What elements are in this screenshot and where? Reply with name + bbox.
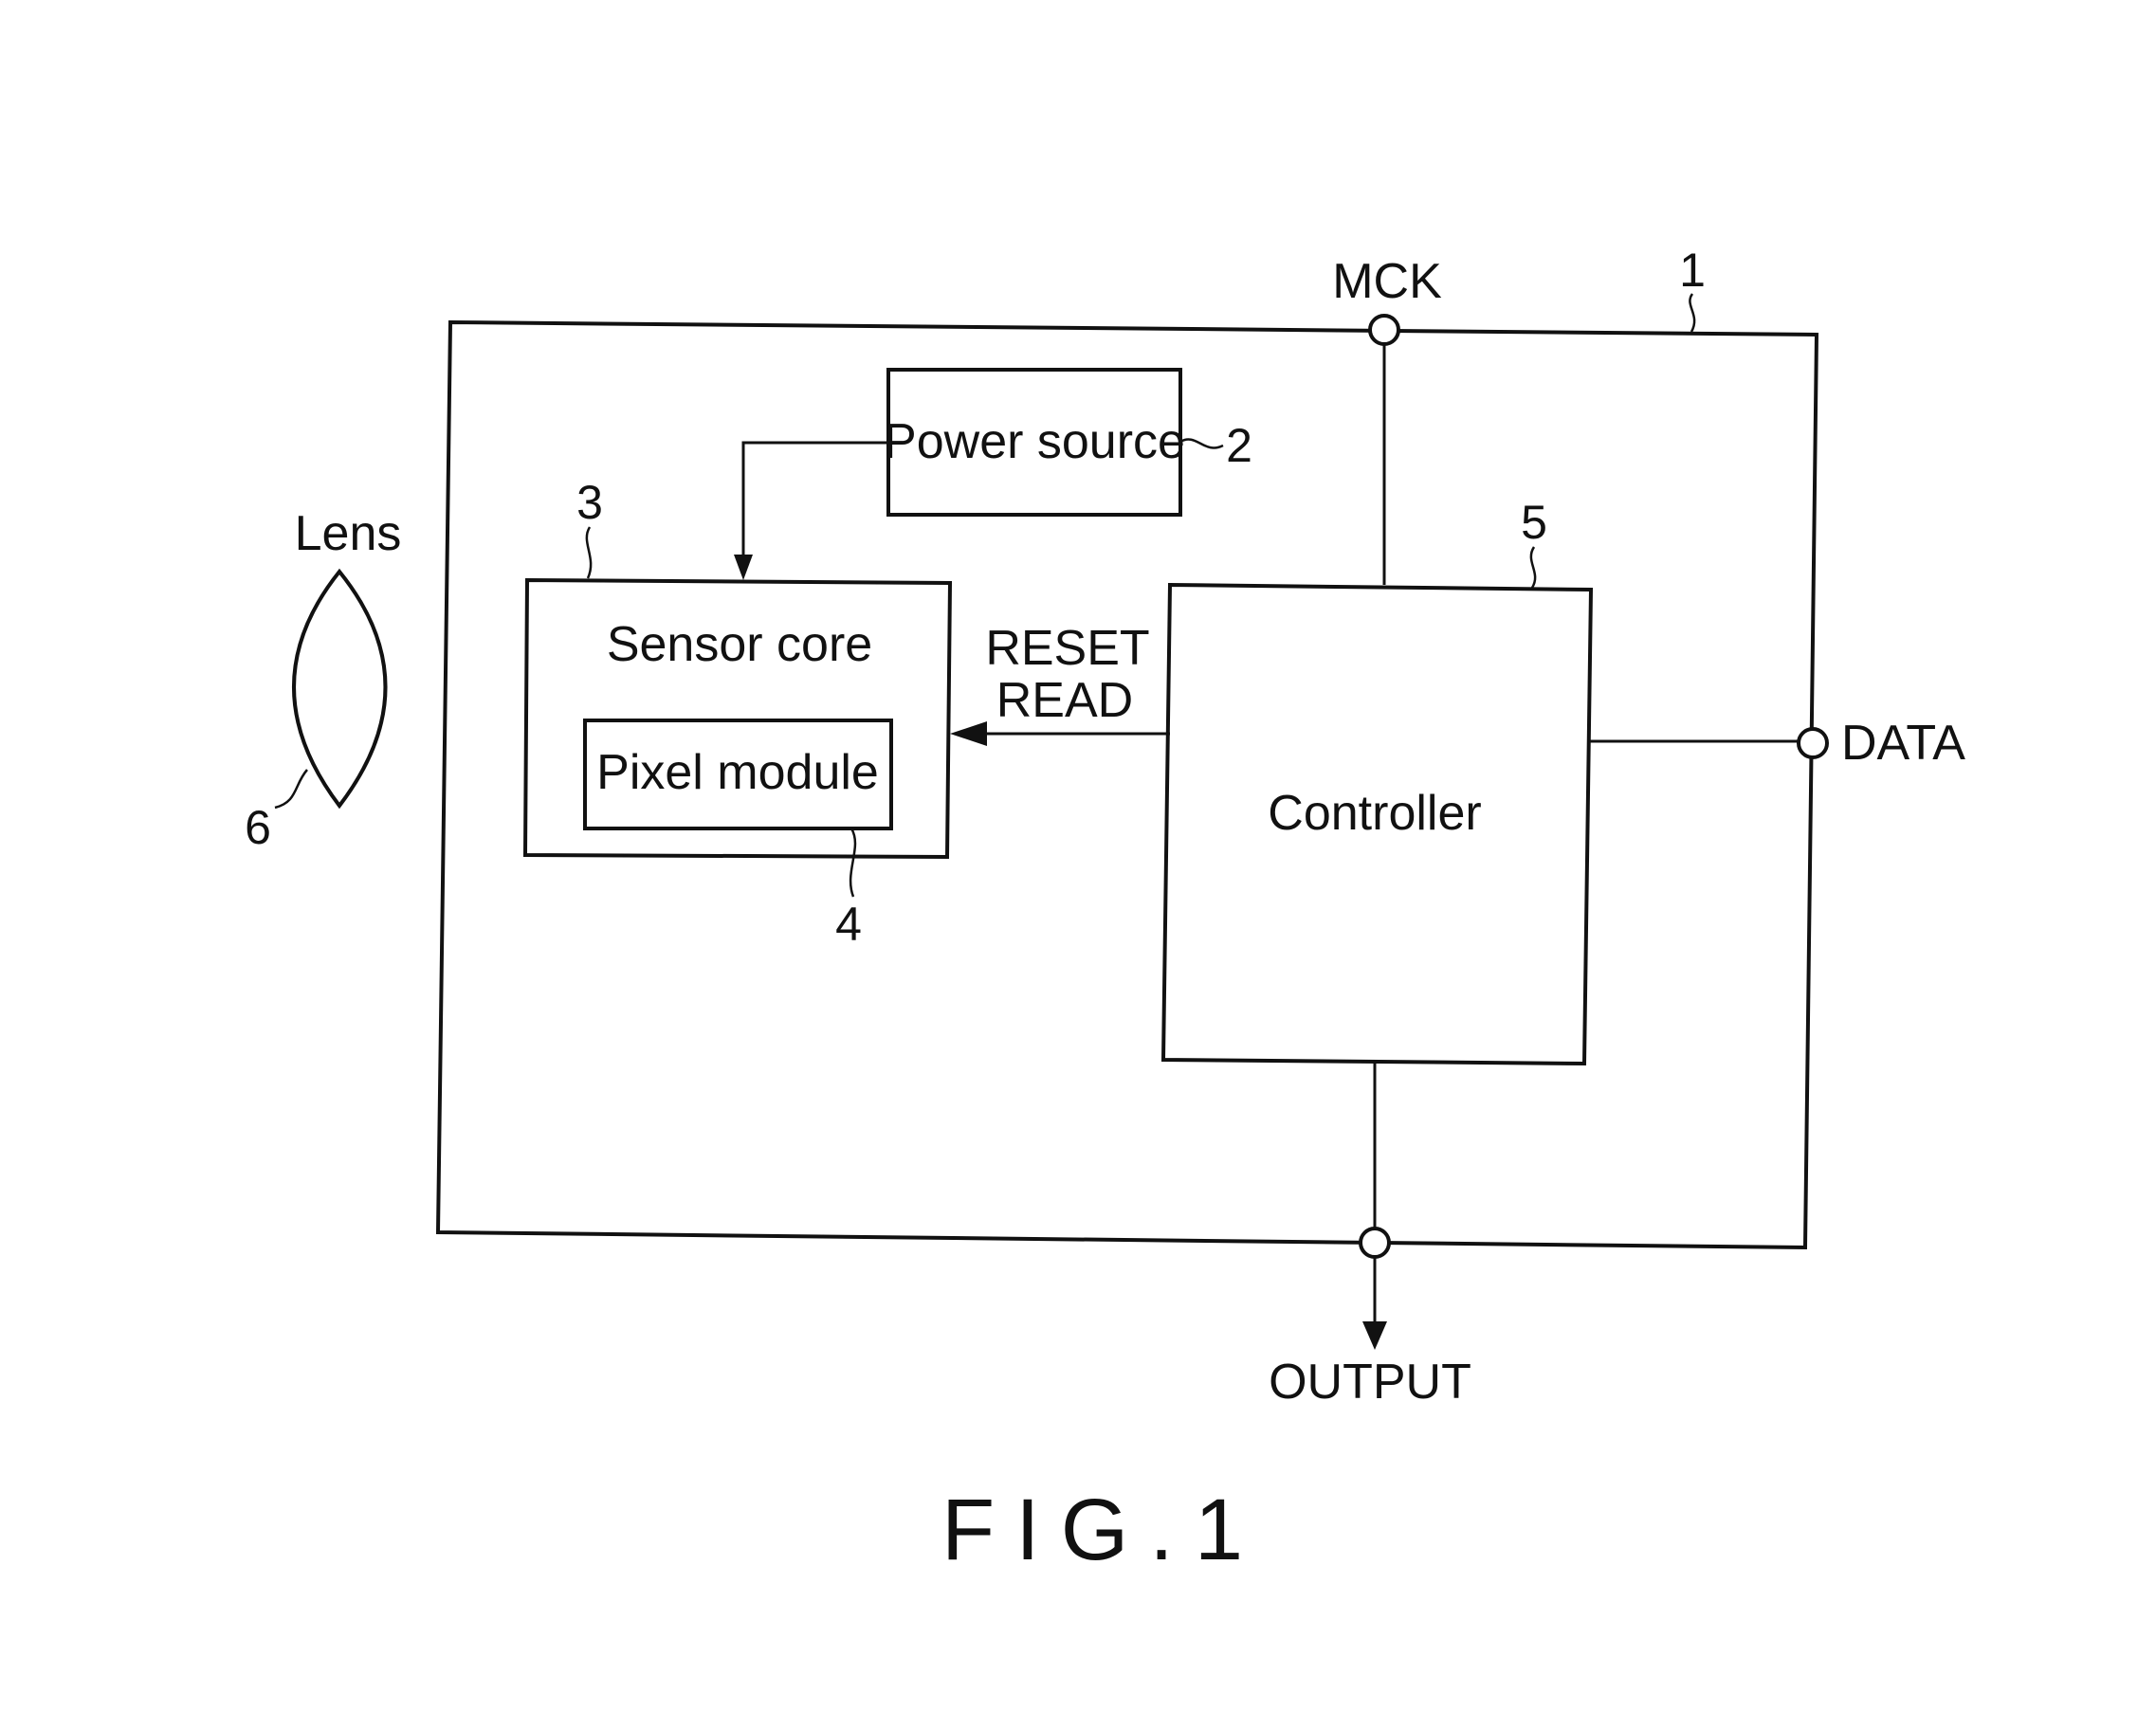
controller-label: Controller bbox=[1268, 786, 1481, 841]
pixel-module-label: Pixel module bbox=[596, 745, 879, 800]
mck-terminal bbox=[1370, 316, 1398, 344]
read-signal-label: READ bbox=[996, 673, 1133, 728]
figure-caption: FIG.1 bbox=[941, 1482, 1264, 1578]
controller-to-sensor-arrowhead bbox=[950, 721, 987, 746]
controller-ref-number: 5 bbox=[1521, 496, 1547, 549]
pixel-module-ref-number: 4 bbox=[835, 898, 862, 951]
sensor-core-ref-leader bbox=[587, 527, 591, 578]
power-source-ref-leader bbox=[1180, 440, 1223, 448]
mck-label: MCK bbox=[1332, 254, 1442, 309]
controller-ref-leader bbox=[1531, 547, 1535, 588]
device-ref-number: 1 bbox=[1679, 244, 1706, 297]
lens-ref-number: 6 bbox=[245, 801, 271, 854]
data-terminal bbox=[1799, 729, 1827, 757]
data-label: DATA bbox=[1841, 716, 1965, 771]
reset-signal-label: RESET bbox=[985, 621, 1149, 676]
pixel-module-ref-leader bbox=[850, 828, 855, 897]
power-to-sensor-arrowhead bbox=[734, 555, 753, 580]
sensor-core-label: Sensor core bbox=[607, 617, 872, 672]
output-arrowhead bbox=[1362, 1321, 1387, 1350]
power-source-ref-number: 2 bbox=[1226, 419, 1252, 472]
lens-ref-leader bbox=[275, 770, 307, 808]
output-terminal bbox=[1361, 1228, 1389, 1257]
power-source-label: Power source bbox=[884, 414, 1185, 469]
lens-label: Lens bbox=[295, 506, 402, 561]
device-ref-leader bbox=[1690, 294, 1694, 332]
output-label: OUTPUT bbox=[1269, 1355, 1471, 1410]
power-to-sensor-wire bbox=[743, 443, 888, 557]
sensor-core-ref-number: 3 bbox=[576, 476, 603, 529]
